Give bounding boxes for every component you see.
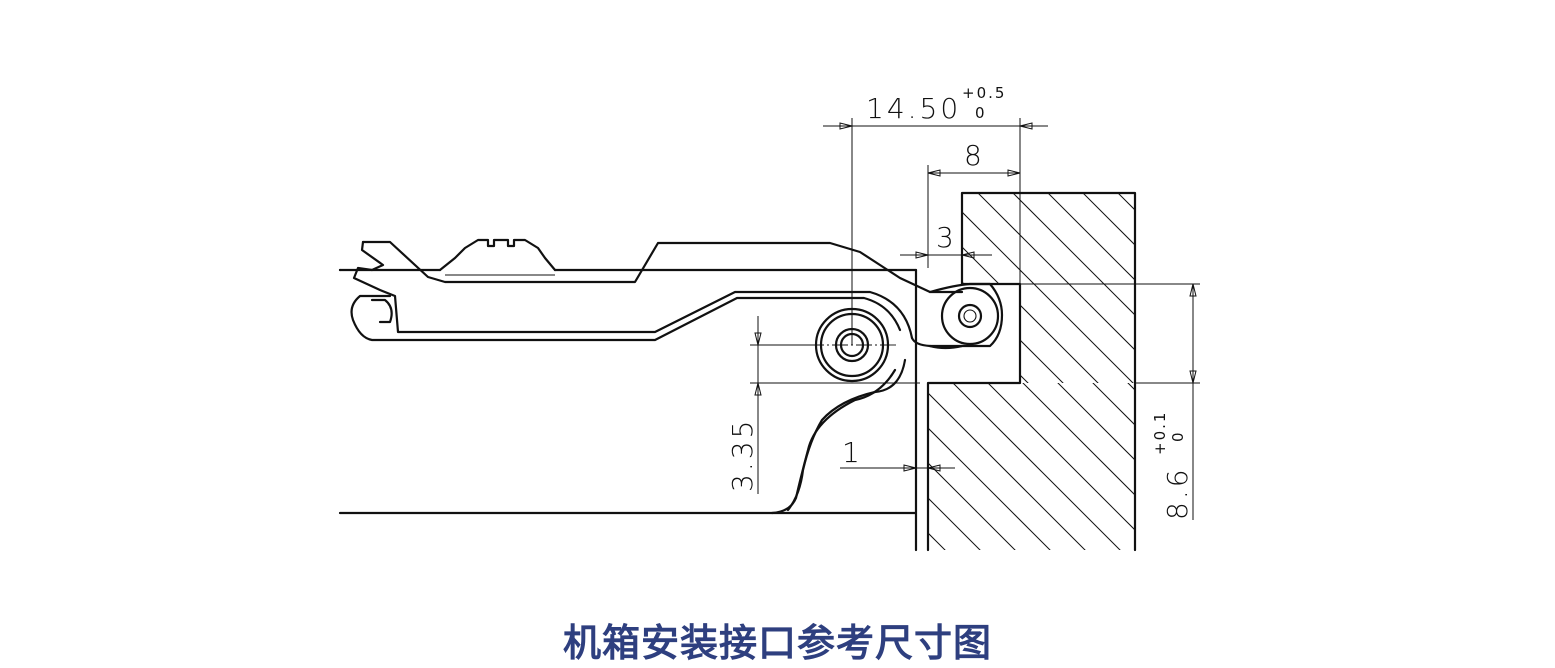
dim-1-value: 1 [842, 436, 863, 469]
dim-8-6-tol-lower: 0 [1169, 430, 1187, 442]
dimension-lines [750, 118, 1200, 520]
dim-8-6-value: 8.6 [1161, 466, 1194, 520]
device-frame [338, 268, 918, 552]
chassis-wall-section [926, 191, 1137, 552]
dim-8-6-tol-upper: +0.1 [1151, 411, 1169, 455]
dim-14-50-tol-lower: 0 [975, 104, 987, 122]
handle-latch [350, 238, 1004, 515]
dim-8-value: 8 [964, 139, 985, 172]
dim-14-50-value: 14.50 [866, 92, 961, 125]
dim-3-value: 3 [936, 221, 957, 254]
hatch-right [1020, 284, 1135, 383]
diagram-caption: 机箱安装接口参考尺寸图 [562, 621, 992, 665]
dim-14-50-tol-upper: +0.5 [962, 84, 1006, 102]
hatch-lower [928, 383, 1135, 550]
hatch-upper [962, 193, 1135, 284]
dim-3-35-value: 3.35 [726, 418, 759, 492]
